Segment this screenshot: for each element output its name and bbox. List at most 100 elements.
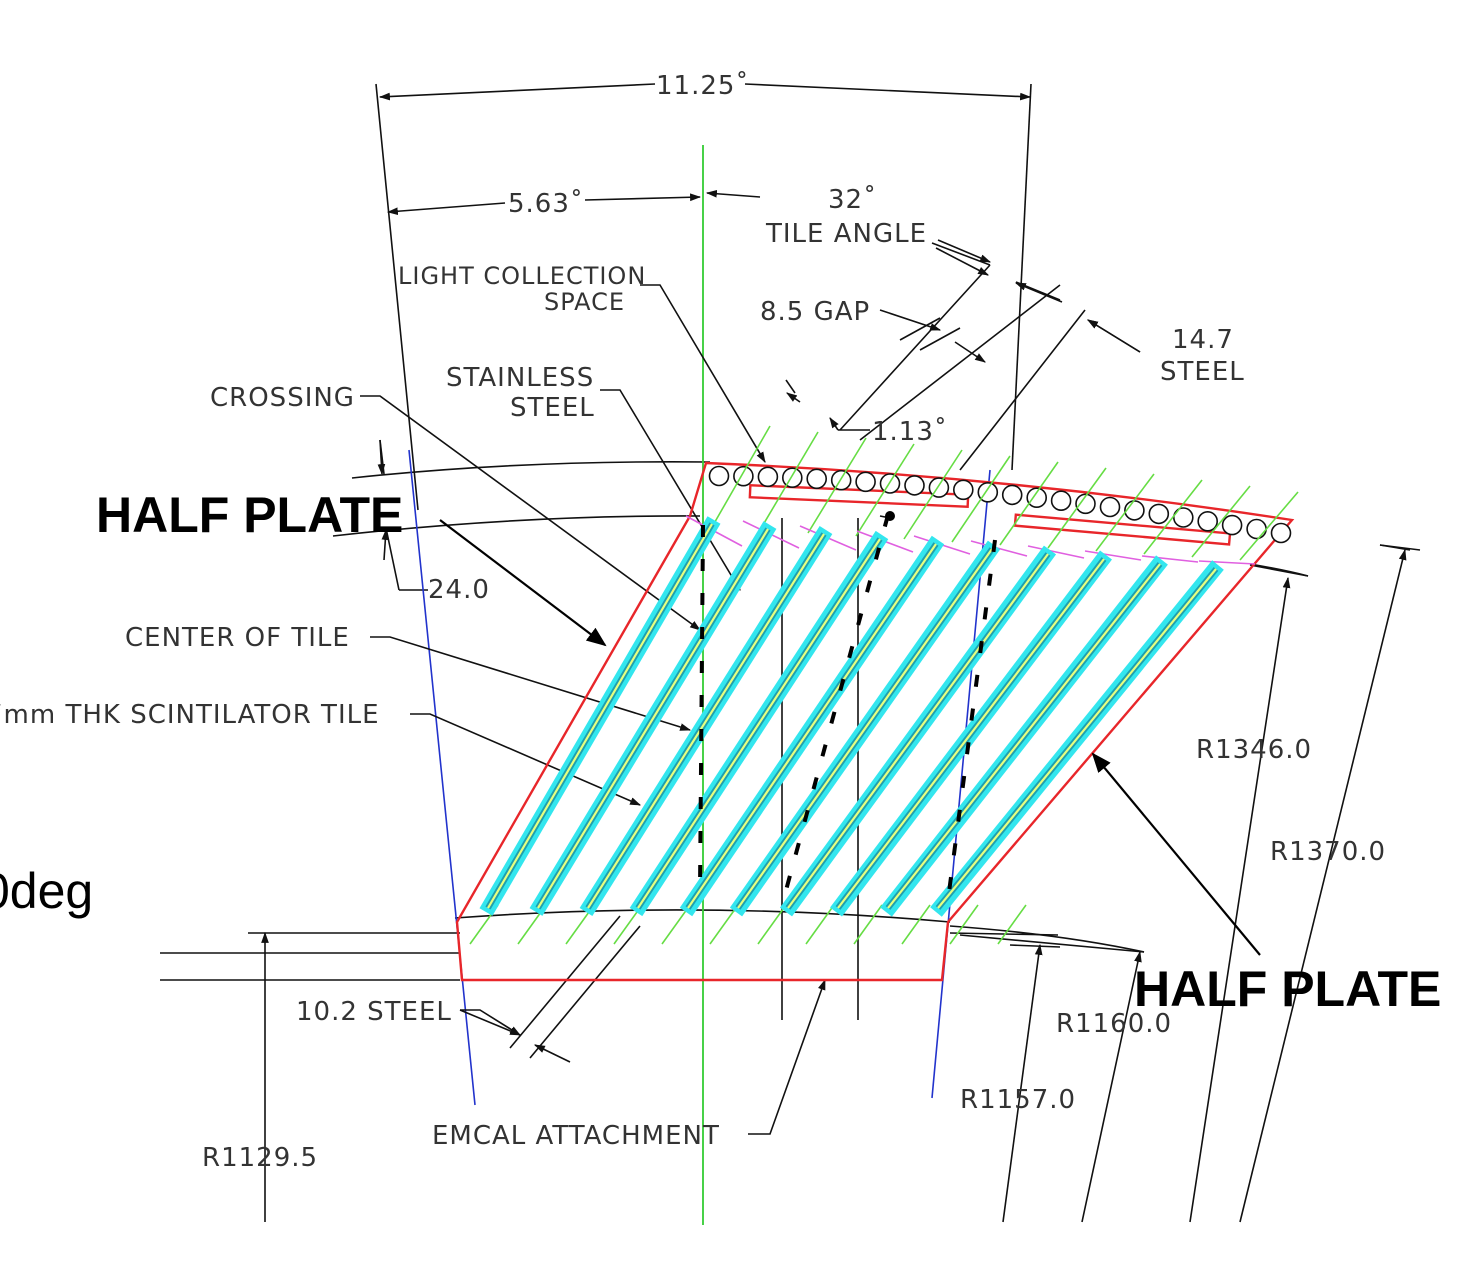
crossing-line-bottom xyxy=(805,904,835,945)
leader-line-8 xyxy=(1087,319,1141,353)
crossing-line-top xyxy=(1239,491,1299,561)
fibre-circle xyxy=(1099,496,1121,518)
scintillator-tile-label: 7mm THK SCINTILATOR TILE xyxy=(0,700,380,730)
radius-1129-label: R1129.5 xyxy=(202,1143,318,1173)
center-of-tile-label: CENTER OF TILE xyxy=(125,623,350,653)
dimension-line-15 xyxy=(459,1009,522,1036)
guide-line-3 xyxy=(919,327,961,351)
fibre-circle xyxy=(1124,500,1145,521)
guide-line-0 xyxy=(839,264,991,431)
half-angle-label: 5.63˚ xyxy=(508,189,584,219)
tile-angle-value: 32˚ xyxy=(828,185,877,215)
fibre-circle xyxy=(904,475,925,496)
radius-1157-label: R1157.0 xyxy=(960,1085,1076,1115)
crossing-line-bottom xyxy=(853,904,883,945)
light-collection-label-1: LIGHT COLLECTION xyxy=(398,262,646,290)
tile-core xyxy=(737,548,993,909)
tile-angle-label: TILE ANGLE xyxy=(765,219,927,249)
leader-line-6 xyxy=(748,978,826,1135)
fibre-circle xyxy=(708,465,730,487)
tile-core xyxy=(937,568,1217,909)
gap-label: 8.5 GAP xyxy=(760,297,870,327)
leader-line-1 xyxy=(600,389,741,591)
tile-end-marker xyxy=(1027,545,1085,559)
half-plate-outline xyxy=(455,461,1295,982)
crossing-line-top xyxy=(711,425,771,528)
dimension-line-7 xyxy=(879,309,942,331)
fibre-circle xyxy=(781,467,803,489)
fibre-circle xyxy=(952,479,974,501)
dimension-line-16 xyxy=(534,1044,571,1063)
dimension-line-14 xyxy=(381,528,390,561)
light-collection-fibres xyxy=(708,465,1292,544)
crossing-line-top xyxy=(1047,467,1107,549)
tile-end-marker xyxy=(1198,560,1256,565)
guide-line-5 xyxy=(509,915,621,1049)
leader-line-2 xyxy=(360,395,701,631)
dimension-line-2 xyxy=(386,202,506,216)
crossing-label: CROSSING xyxy=(210,383,355,413)
steel-thickness-value: 14.7 xyxy=(1172,325,1234,355)
radius-1370-label: R1370.0 xyxy=(1270,837,1386,867)
side-fragment-text: 0deg xyxy=(0,863,93,919)
fibre-circle xyxy=(1270,522,1292,544)
dimension-line-8 xyxy=(954,341,986,363)
guide-line-4 xyxy=(959,309,1086,471)
fibre-circle xyxy=(1050,490,1072,512)
fibre-circle xyxy=(757,466,779,488)
radius-1346-label: R1346.0 xyxy=(1196,735,1312,765)
crossing-line-bottom xyxy=(709,904,739,945)
fibre-circle xyxy=(1246,518,1267,540)
light-collection-label-2: SPACE xyxy=(544,288,625,316)
fibre-circle xyxy=(1197,510,1218,532)
total-angle-label: 11.25˚ xyxy=(656,71,749,101)
fibre-circle xyxy=(806,468,828,490)
dimension-line-13 xyxy=(377,439,386,476)
scintillator-tiles xyxy=(479,516,1224,917)
leader-line-0 xyxy=(640,284,766,463)
dimension-line-3 xyxy=(584,193,702,202)
dimension-line-6 xyxy=(1014,282,1063,303)
crossing-line-top xyxy=(807,437,867,534)
leader-line-3 xyxy=(370,636,692,731)
fibre-circle xyxy=(1221,514,1243,536)
guide-line-6 xyxy=(529,925,641,1059)
crossing-angle-label: 1.13˚ xyxy=(872,417,948,447)
tile-core xyxy=(637,538,881,909)
tile-core xyxy=(687,543,937,909)
center-of-tile-markers xyxy=(698,511,997,906)
dimension-line-11 xyxy=(829,417,839,431)
dimension-line-4 xyxy=(705,189,761,198)
dimension-line-12 xyxy=(786,392,801,403)
crossing-line-bottom xyxy=(901,904,931,945)
radius-arcs xyxy=(332,461,1309,953)
crossing-line-bottom xyxy=(757,904,787,945)
tile-end-marker xyxy=(970,540,1028,557)
guide-line-1 xyxy=(859,284,1061,441)
crossing-line-bottom xyxy=(997,904,1027,945)
crossing-line-top xyxy=(759,431,819,531)
half-plate-left-callout: HALF PLATE xyxy=(96,487,403,543)
fibre-circle xyxy=(1148,503,1170,525)
emcal-attachment-label: EMCAL ATTACHMENT xyxy=(432,1121,720,1151)
stainless-label-2: STEEL xyxy=(510,393,595,423)
tile-core xyxy=(587,533,825,909)
center-point xyxy=(885,511,895,521)
half-plate-arrows xyxy=(439,519,1261,956)
crossing-line-top xyxy=(1191,485,1251,558)
tile-core xyxy=(487,523,713,909)
crossing-line-top xyxy=(1095,473,1155,552)
tile-core xyxy=(787,553,1049,909)
dimension-line-0 xyxy=(378,83,656,101)
fibre-circle xyxy=(1026,487,1047,509)
guide-line-2 xyxy=(899,317,941,341)
fibre-circle xyxy=(1001,484,1023,506)
fibre-circle xyxy=(1173,507,1194,528)
stainless-label-1: STAINLESS xyxy=(446,363,594,393)
dimension-line-5 xyxy=(935,247,989,276)
crossing-line-top xyxy=(951,455,1011,543)
fibre-circle xyxy=(855,471,876,493)
steel-bar-left xyxy=(748,483,970,509)
dimension-line-1 xyxy=(744,83,1032,101)
